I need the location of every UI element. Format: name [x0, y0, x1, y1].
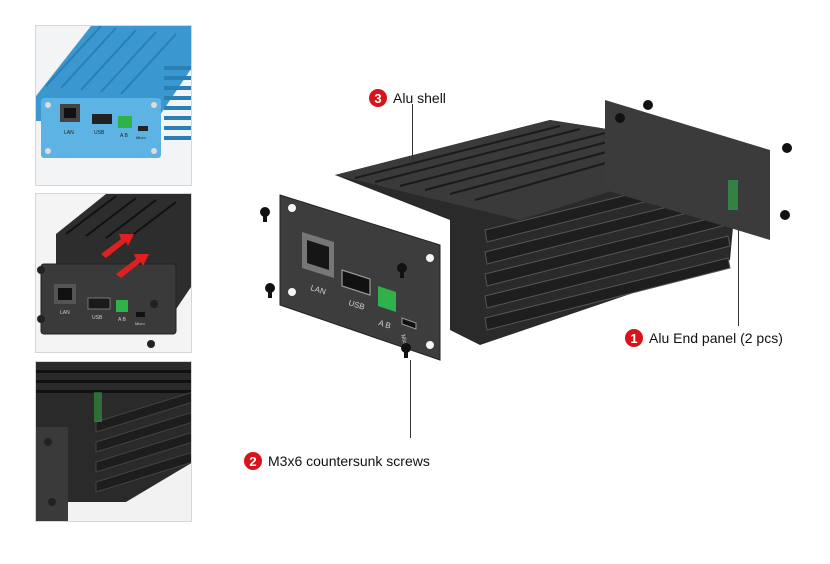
thumbnail-blue-enclosure: LAN USB A B Micro [35, 25, 192, 186]
thumb1-micro-label: Micro [136, 135, 147, 140]
leader-shell [412, 104, 413, 162]
thumb2-micro-label: Micro [135, 321, 146, 326]
thumbnail-closeup-fit [35, 361, 192, 522]
thumbnail-panel-insertion: LAN USB A B Micro [35, 193, 192, 353]
callout-number-badge: 3 [369, 89, 387, 107]
ab-terminal [378, 286, 396, 312]
screws [260, 207, 411, 358]
callout-label: M3x6 countersunk screws [268, 453, 430, 469]
thumb2-usb-label: USB [92, 315, 103, 321]
lan-port [302, 232, 334, 278]
callout-alu-end-panel: 1 Alu End panel (2 pcs) [625, 329, 783, 347]
panel-lan-label: LAN [309, 283, 327, 296]
callout-countersunk-screws: 2 M3x6 countersunk screws [244, 452, 430, 470]
usb-port [341, 269, 371, 296]
thumb1-lan-label: LAN [64, 130, 74, 136]
thumb1-ab-label: A B [120, 133, 128, 139]
callout-alu-shell: 3 Alu shell [369, 89, 446, 107]
panel-micro-label: Micro [399, 334, 409, 350]
callout-number-badge: 2 [244, 452, 262, 470]
callout-number-badge: 1 [625, 329, 643, 347]
exploded-enclosure-render: LAN USB A B Micro [260, 100, 792, 361]
micro-port [401, 317, 417, 330]
leader-end-panel [738, 230, 739, 326]
thumb2-lan-label: LAN [60, 310, 70, 316]
panel-ab-label: A B [377, 318, 392, 330]
callout-label: Alu shell [393, 90, 446, 106]
thumb1-usb-label: USB [94, 130, 105, 136]
thumb2-ab-label: A B [118, 317, 126, 323]
leader-screws [410, 360, 411, 438]
callout-label: Alu End panel (2 pcs) [649, 330, 783, 346]
